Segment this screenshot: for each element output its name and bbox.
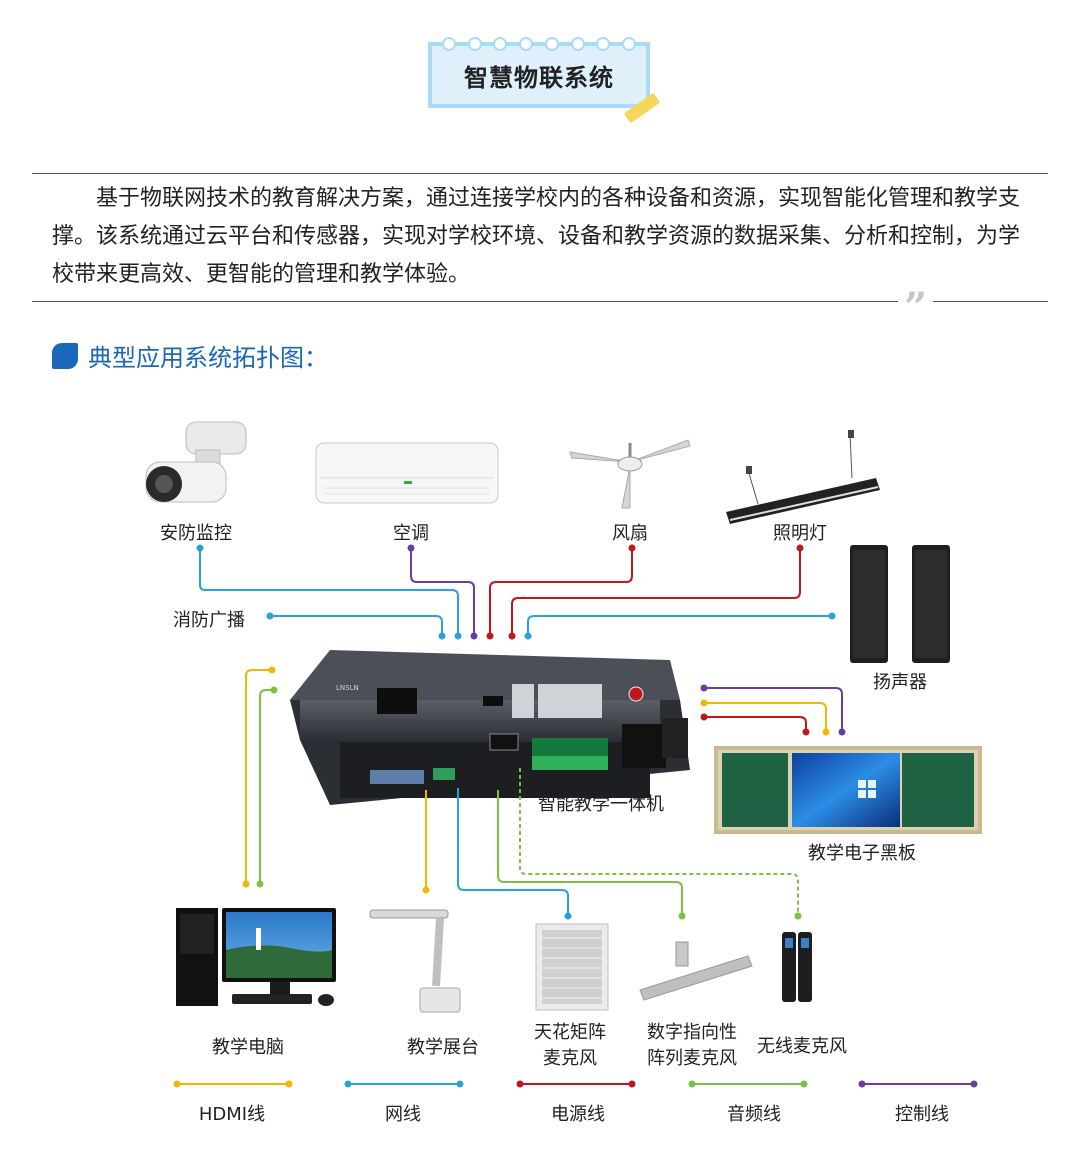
security-camera-icon	[145, 421, 247, 503]
wire-endpoint	[196, 544, 204, 552]
device-brand: LNSLN	[336, 684, 359, 692]
ceiling-array-microphone-icon	[535, 923, 609, 1011]
wire-array-mic	[497, 790, 683, 916]
wireless-microphone-icon	[782, 932, 812, 1002]
label-ceiling-mic-2: 麦克风	[543, 1048, 597, 1069]
wire-ceiling-mic	[457, 788, 569, 916]
wire-speaker	[527, 615, 832, 636]
section-marker-icon	[52, 342, 78, 369]
quote-mark-icon: ”	[898, 288, 934, 328]
wire-board-control	[704, 687, 843, 732]
label-ac: 空调	[393, 523, 429, 544]
label-light: 照明灯	[773, 523, 827, 544]
legend-lines	[173, 1080, 978, 1088]
binder-rings	[442, 37, 636, 51]
label-wireless-mic: 无线麦克风	[757, 1036, 847, 1057]
wire-endpoint	[794, 912, 802, 920]
wire-board-hdmi	[704, 702, 827, 732]
label-visualizer: 教学展台	[407, 1037, 479, 1058]
divider-bottom	[32, 301, 1048, 302]
divider-top	[32, 173, 1048, 174]
legend-endpoint	[858, 1080, 866, 1088]
legend-endpoint	[970, 1080, 978, 1088]
wire-endpoint	[407, 544, 415, 552]
wire-endpoint	[628, 544, 636, 552]
legend-label-audio: 音频线	[727, 1104, 781, 1125]
wire-fire	[270, 615, 443, 636]
legend-label-control: 控制线	[895, 1104, 949, 1125]
label-pc: 教学电脑	[212, 1037, 284, 1058]
legend-endpoint	[628, 1080, 636, 1088]
legend-endpoint	[456, 1080, 464, 1088]
legend-endpoint	[800, 1080, 808, 1088]
wire-endpoint	[838, 728, 846, 736]
speaker-icon	[850, 545, 950, 663]
label-array-mic-2: 阵列麦克风	[647, 1048, 737, 1069]
air-conditioner-icon	[315, 442, 499, 504]
wire-endpoint	[438, 632, 446, 640]
wire-endpoint	[678, 912, 686, 920]
label-fan: 风扇	[612, 523, 648, 544]
wire-endpoint	[242, 880, 250, 888]
label-blackboard: 教学电子黑板	[808, 843, 916, 864]
label-ceiling-mic-1: 天花矩阵	[534, 1022, 606, 1043]
legend-label-network: 网线	[385, 1104, 421, 1125]
legend-endpoint	[516, 1080, 524, 1088]
label-camera: 安防监控	[160, 523, 232, 544]
wire-light	[511, 548, 801, 636]
lighting-lamp-icon	[726, 430, 880, 524]
document-camera-icon	[369, 909, 461, 1013]
directional-array-microphone-icon	[639, 941, 753, 1001]
wire-endpoint	[470, 632, 478, 640]
wire-endpoint	[700, 713, 708, 721]
wire-camera	[199, 548, 459, 636]
label-speaker: 扬声器	[873, 672, 927, 693]
wire-endpoint	[828, 612, 836, 620]
legend-endpoint	[688, 1080, 696, 1088]
legend-label-hdmi: HDMI线	[198, 1104, 266, 1125]
wire-endpoint	[700, 699, 708, 707]
smart-teaching-hub-icon	[290, 650, 690, 805]
legend-endpoint	[285, 1080, 293, 1088]
wire-endpoint	[268, 666, 276, 674]
legend-label-power: 电源线	[551, 1104, 605, 1125]
wire-endpoint	[822, 728, 830, 736]
wire-endpoint	[524, 632, 532, 640]
title-card: 智慧物联系统	[428, 37, 661, 124]
section-title-text: 典型应用系统拓扑图：	[88, 344, 328, 372]
legend-endpoint	[173, 1080, 181, 1088]
wire-endpoint	[256, 880, 264, 888]
wire-pc-hdmi	[245, 669, 272, 884]
legend-endpoint	[344, 1080, 352, 1088]
wire-endpoint	[486, 632, 494, 640]
wire-endpoint	[508, 632, 516, 640]
wire-endpoint	[802, 728, 810, 736]
wires	[196, 544, 846, 920]
label-hub: 智能教学一体机	[538, 794, 664, 815]
wire-pc-audio	[259, 689, 274, 884]
label-array-mic-1: 数字指向性	[647, 1022, 737, 1043]
wire-fan	[489, 548, 633, 636]
wire-endpoint	[564, 912, 572, 920]
wire-ac	[410, 548, 475, 636]
electronic-blackboard-icon	[714, 746, 982, 834]
wire-endpoint	[454, 632, 462, 640]
wire-endpoint	[796, 544, 804, 552]
wire-endpoint	[270, 686, 278, 694]
intro-text: 基于物联网技术的教育解决方案，通过连接学校内的各种设备和资源，实现智能化管理和教…	[52, 186, 1021, 287]
wire-endpoint	[422, 886, 430, 894]
label-fire-broadcast: 消防广播	[173, 610, 245, 631]
page-title: 智慧物联系统	[464, 63, 614, 92]
teaching-computer-icon	[176, 908, 336, 1006]
wire-board-power	[704, 716, 807, 732]
wire-endpoint	[700, 684, 708, 692]
section-title: 典型应用系统拓扑图：	[52, 338, 328, 373]
wire-endpoint	[266, 612, 274, 620]
ceiling-fan-icon	[569, 439, 691, 509]
